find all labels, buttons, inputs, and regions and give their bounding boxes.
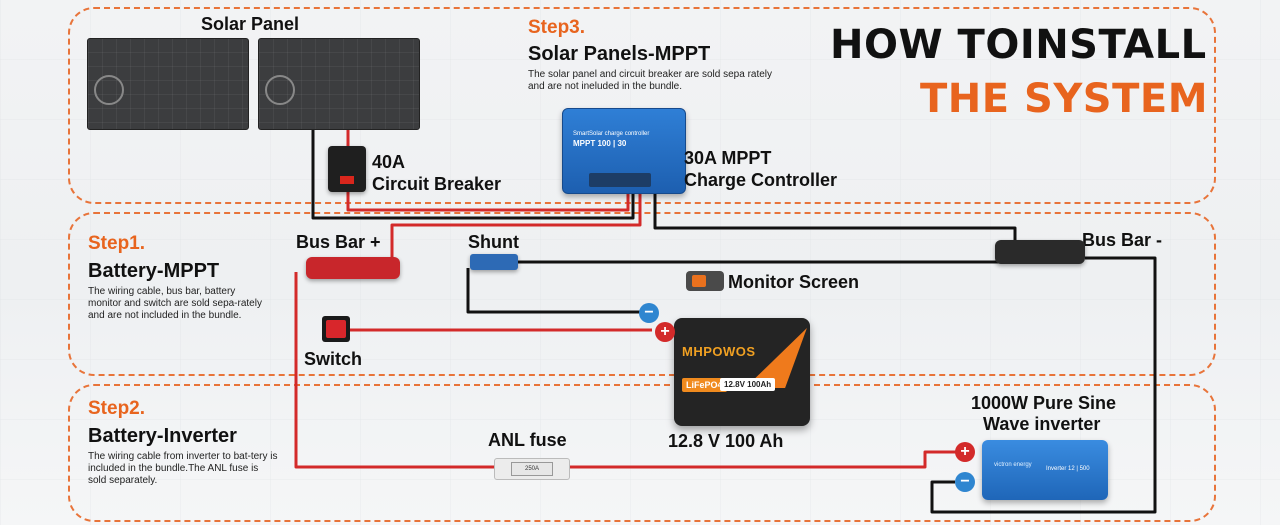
wire-shunt-battery-neg: [466, 268, 648, 314]
wire-breaker-mppt: [346, 190, 630, 212]
shunt-label: Shunt: [468, 232, 519, 252]
battery-negative-terminal: −: [639, 303, 659, 323]
monitor-display: [692, 275, 706, 287]
solar-panel-1: [87, 38, 249, 130]
step2-title: Battery-Inverter: [88, 425, 237, 447]
anl-fuse-value: 250A: [525, 466, 540, 472]
battery-positive-terminal: +: [655, 322, 675, 342]
step2-tag: Step2.: [88, 398, 146, 419]
mppt-label-1: 30A MPPT: [684, 148, 772, 168]
wire-busbar-neg-right: [1085, 256, 1157, 485]
section-step1: [68, 212, 1216, 376]
switch-label: Switch: [304, 349, 363, 369]
step3-tag: Step3.: [528, 17, 586, 38]
step3-note: The solar panel and circuit breaker are …: [528, 69, 773, 92]
wire-fuse-inverter: [568, 450, 957, 469]
wire-inverter-neg: [930, 480, 1157, 514]
step1-title: Battery-MPPT: [88, 260, 220, 282]
battery-spec: 12.8V 100Ah: [720, 378, 776, 391]
mppt-charge-controller: SmartSolar charge controller MPPT 100 | …: [562, 108, 686, 194]
solar-panel-label: Solar Panel: [201, 14, 300, 34]
inverter-positive-terminal: +: [955, 442, 975, 462]
switch-rocker: [326, 320, 346, 338]
section-step2: [68, 384, 1216, 522]
mppt-model: MPPT 100 | 30: [573, 139, 627, 148]
monitor-label: Monitor Screen: [728, 272, 860, 292]
step1-note: The wiring cable, bus bar, battery monit…: [88, 286, 262, 321]
inverter-brand: victron energy: [994, 462, 1032, 468]
step1-tag: Step1.: [88, 233, 146, 254]
switch: [322, 316, 350, 342]
wire-busbar-fuse: [294, 272, 495, 469]
bus-bar-positive: [306, 257, 400, 279]
section-step3: [68, 7, 1216, 204]
wire-mppt-neg-busbar: [653, 192, 1017, 245]
battery-chemistry: LiFePO4: [682, 378, 727, 392]
inverter-label-2: Wave inverter: [983, 414, 1101, 434]
inverter-negative-terminal: −: [955, 472, 975, 492]
breaker-label-2: Circuit Breaker: [372, 174, 502, 194]
anl-fuse-label: ANL fuse: [488, 430, 567, 450]
bus-bar-negative: [995, 240, 1085, 264]
anl-fuse-core: [511, 462, 553, 476]
solar-panel-2: [258, 38, 420, 130]
mppt-brand: SmartSolar charge controller: [573, 131, 650, 137]
battery: MHPOWOS LiFePO4 12.8V 100Ah: [674, 318, 810, 426]
shunt: [470, 254, 518, 270]
mppt-label-2: Charge Controller: [684, 170, 838, 190]
inverter: victron energy Inverter 12 | 500: [982, 440, 1108, 500]
battery-label: 12.8 V 100 Ah: [668, 431, 784, 451]
title-line2: THE SYSTEM: [920, 76, 1209, 122]
junction-ring-icon: [94, 75, 124, 105]
bus-bar-neg-label: Bus Bar -: [1082, 230, 1163, 250]
step2-note: The wiring cable from inverter to bat-te…: [88, 451, 278, 486]
bus-bar-pos-label: Bus Bar +: [296, 232, 381, 252]
breaker-label-1: 40A: [372, 152, 406, 172]
wire-mppt-busbar-pos: [390, 192, 642, 275]
step3-title: Solar Panels-MPPT: [528, 43, 711, 65]
mppt-terminal-block: [589, 173, 651, 187]
wire-panel-neg: [311, 128, 635, 220]
anl-fuse: 250A: [494, 458, 570, 480]
circuit-breaker: [328, 146, 366, 192]
inverter-model: Inverter 12 | 500: [1046, 466, 1090, 472]
battery-brand: MHPOWOS: [682, 344, 756, 359]
junction-ring-icon: [265, 75, 295, 105]
monitor-screen: [686, 271, 724, 291]
title-line1: HOW TOINSTALL: [830, 22, 1207, 68]
inverter-label-1: 1000W Pure Sine: [971, 393, 1117, 413]
breaker-reset-tag: [340, 176, 354, 184]
